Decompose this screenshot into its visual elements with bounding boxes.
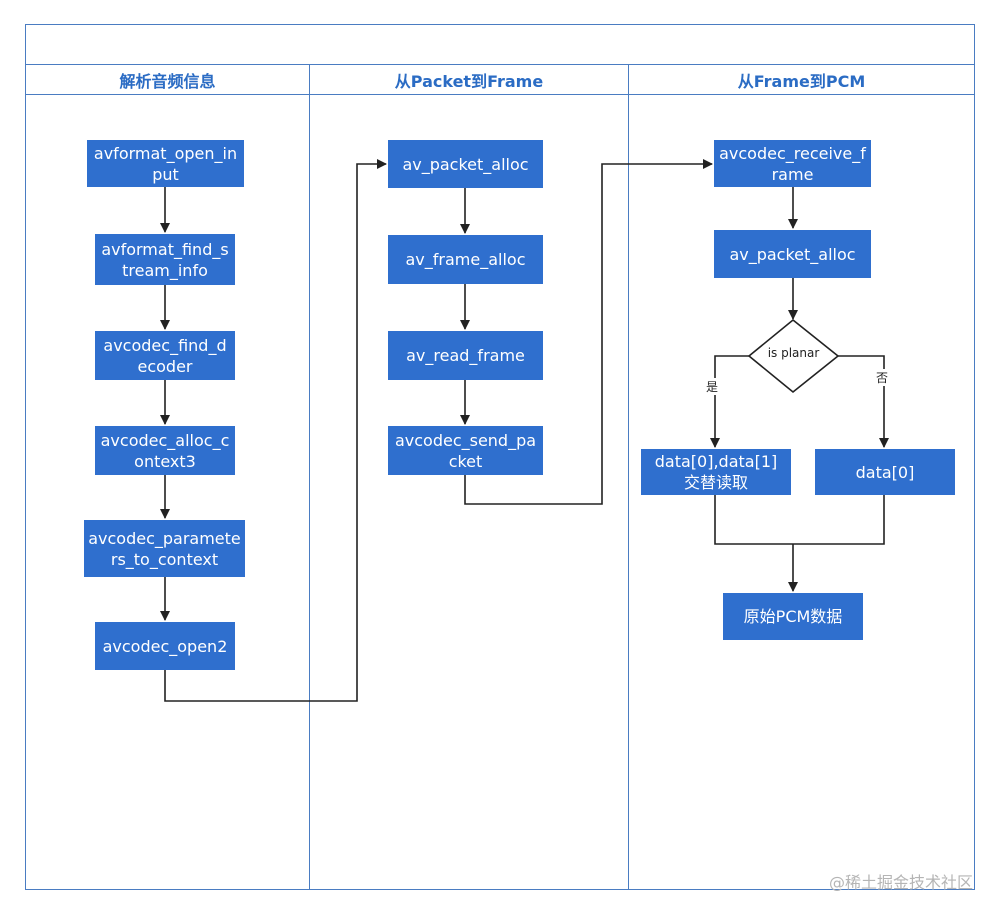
no-label: 否 (876, 369, 889, 386)
lane-3-title: 从Frame到PCM (737, 71, 866, 91)
box-avcodec-receive-frame: avcodec_receive_frame (714, 140, 871, 187)
lane-3 (628, 64, 975, 890)
box-avformat-find-stream-info: avformat_find_stream_info (95, 234, 235, 285)
yes-label: 是 (706, 378, 719, 395)
box-packed-data: data[0] (815, 449, 955, 495)
box-av-read-frame: av_read_frame (388, 331, 543, 380)
box-av-packet-alloc-2: av_packet_alloc (714, 230, 871, 278)
box-avcodec-parameters-to-context: avcodec_parameters_to_context (84, 520, 245, 577)
box-av-frame-alloc: av_frame_alloc (388, 235, 543, 284)
box-avcodec-send-packet: avcodec_send_packet (388, 426, 543, 475)
arrow-10 (464, 159, 713, 505)
box-av-packet-alloc-1: av_packet_alloc (388, 140, 543, 188)
arrow-no (838, 355, 889, 448)
watermark: @稀土掘金技术社区 (828, 873, 973, 892)
box-avcodec-alloc-context3: avcodec_alloc_context3 (95, 426, 235, 475)
box-avcodec-find-decoder: avcodec_find_decoder (95, 331, 235, 380)
lane-2-title: 从Packet到Frame (394, 71, 544, 91)
decision-label: is planar (767, 346, 820, 360)
lane-1-title: 解析音频信息 (119, 71, 216, 91)
box-planar-data: data[0],data[1] 交替读取 (641, 449, 791, 495)
arrow-yes (710, 355, 749, 448)
box-raw-pcm: 原始PCM数据 (723, 593, 863, 640)
box-avcodec-open2: avcodec_open2 (95, 622, 235, 670)
arrow-6 (164, 159, 387, 702)
decision-diamond (747, 318, 840, 394)
merge-left (714, 495, 885, 545)
box-avformat-open-input: avformat_open_input (87, 140, 244, 187)
